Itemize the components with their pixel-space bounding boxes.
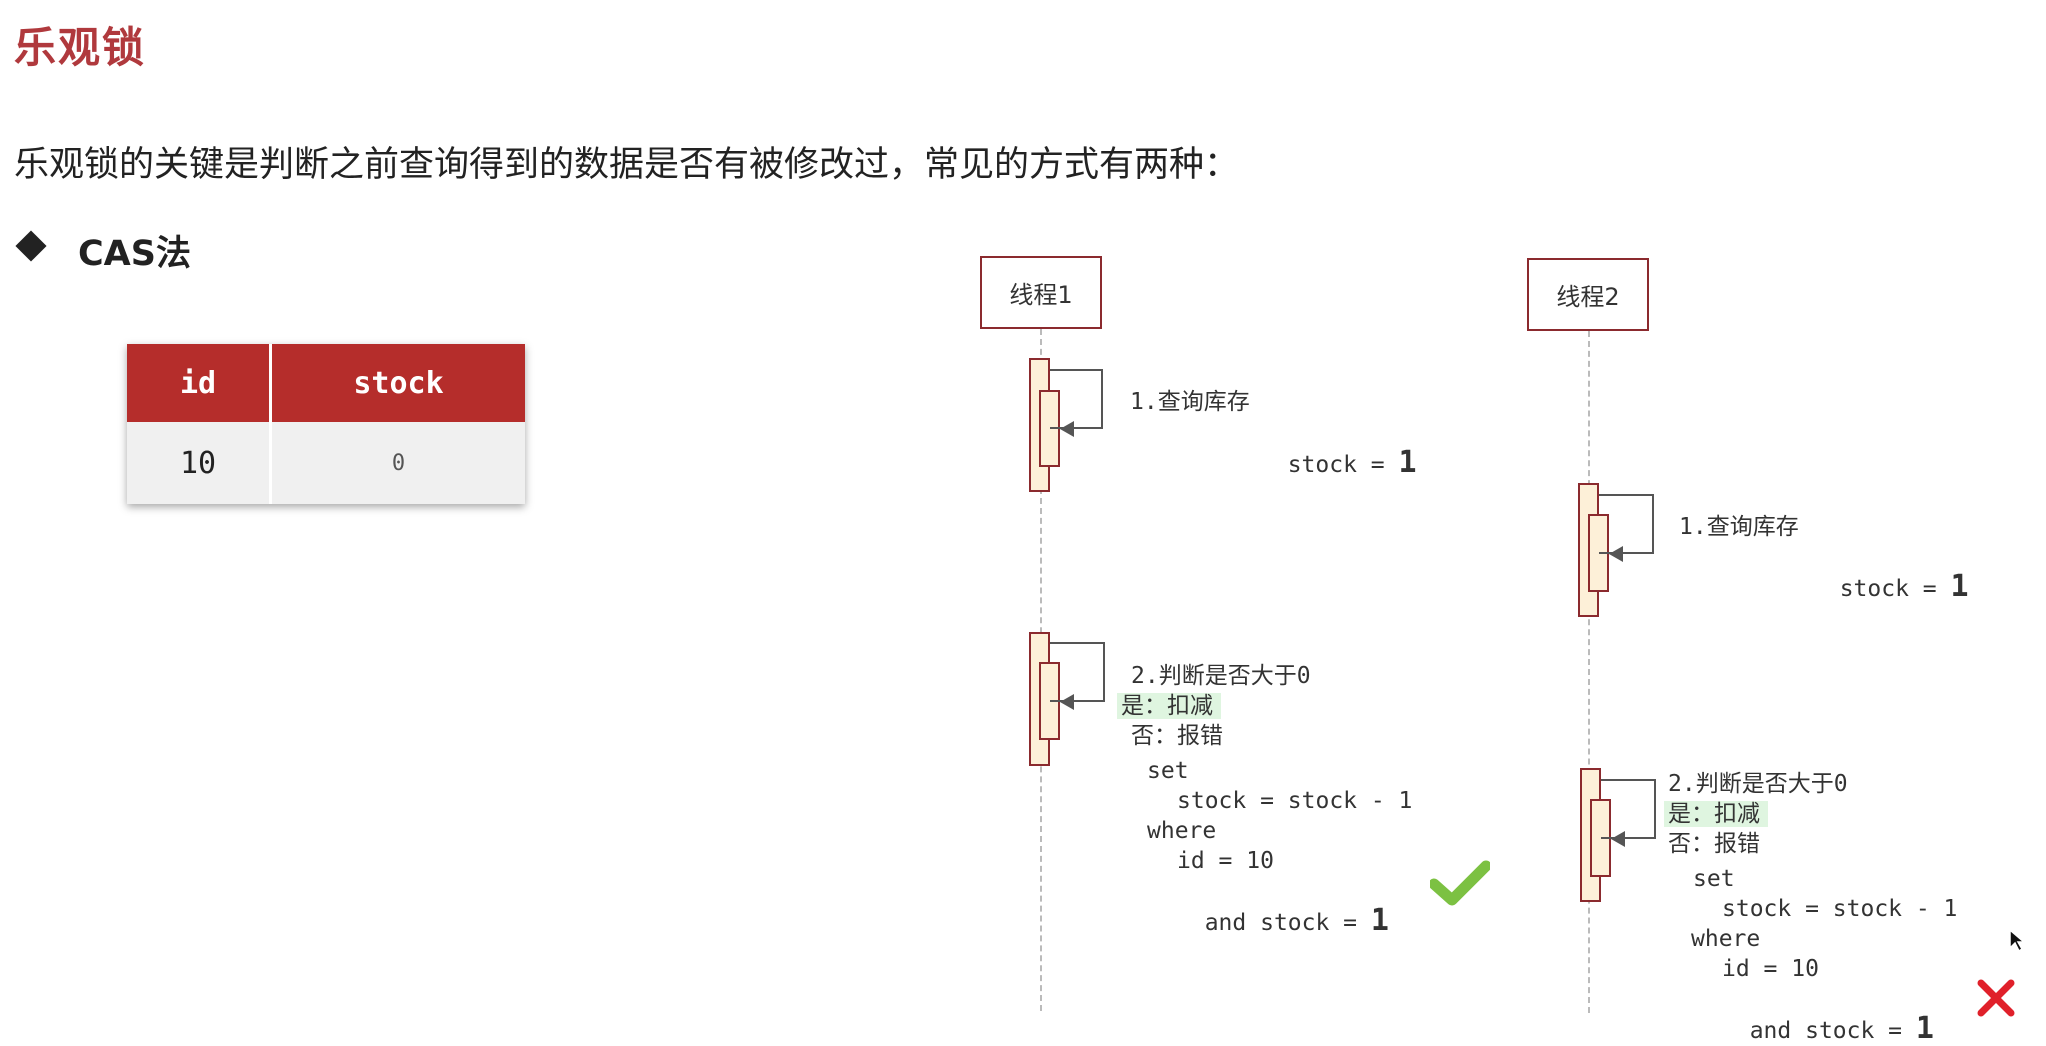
arrow-head-icon bbox=[1060, 694, 1074, 710]
thread-2-step1-label: 1.查询库存 bbox=[1679, 514, 1799, 540]
check-icon bbox=[1430, 860, 1490, 906]
thread-2-sql-set: set bbox=[1693, 866, 1735, 892]
thread-1-label: 线程1 bbox=[1009, 281, 1073, 309]
arrow-head-icon bbox=[1611, 831, 1625, 847]
thread-1-box: 线程1 bbox=[980, 256, 1102, 329]
arrow-head-icon bbox=[1609, 546, 1623, 562]
thread-2-label: 线程2 bbox=[1556, 283, 1620, 311]
stock-table: id stock 10 0 bbox=[127, 344, 525, 504]
thread-1-step2-no: 否：报错 bbox=[1131, 723, 1223, 749]
thread-2-self-loop-1 bbox=[1599, 494, 1654, 554]
mouse-cursor-icon bbox=[2009, 928, 2026, 953]
thread-1-step2-yes: 是：扣减 bbox=[1117, 691, 1221, 721]
thread-2-sql-id: id = 10 bbox=[1722, 956, 1819, 982]
thread-1-self-loop-2 bbox=[1050, 642, 1105, 702]
thread-2-step1-stock: stock = 1 bbox=[1839, 569, 1969, 604]
section-heading: CAS法 bbox=[78, 234, 191, 274]
thread-1-self-loop-1 bbox=[1050, 369, 1103, 429]
diamond-bullet-icon bbox=[15, 230, 47, 262]
thread-2-lifeline bbox=[1588, 331, 1590, 1013]
thread-1-step2-label: 2.判断是否大于0 bbox=[1131, 663, 1311, 689]
thread-2-step2-yes: 是：扣减 bbox=[1664, 799, 1768, 829]
thread-2-step2-no: 否：报错 bbox=[1668, 831, 1760, 857]
table-row: 10 0 bbox=[127, 422, 525, 504]
thread-2-sql-and: and stock = 1 bbox=[1749, 1011, 1934, 1046]
intro-text: 乐观锁的关键是判断之前查询得到的数据是否有被修改过，常见的方式有两种： bbox=[14, 145, 1240, 185]
thread-1-sql-where: where bbox=[1147, 818, 1217, 844]
thread-1-step1-stock: stock = 1 bbox=[1287, 445, 1417, 480]
thread-2-self-loop-2 bbox=[1601, 779, 1656, 839]
arrow-head-icon bbox=[1060, 421, 1074, 437]
thread-1-sql-id: id = 10 bbox=[1177, 848, 1274, 874]
table-header-row: id stock bbox=[127, 344, 525, 422]
table-cell-id: 10 bbox=[127, 422, 272, 504]
page-title: 乐观锁 bbox=[14, 23, 147, 72]
table-header-stock: stock bbox=[270, 344, 525, 422]
thread-1-sql-and: and stock = 1 bbox=[1204, 903, 1389, 938]
thread-2-step2-label: 2.判断是否大于0 bbox=[1668, 771, 1848, 797]
thread-1-sql-set: set bbox=[1147, 758, 1189, 784]
table-cell-stock: 0 bbox=[270, 422, 525, 504]
thread-2-box: 线程2 bbox=[1527, 258, 1649, 331]
thread-2-sql-where: where bbox=[1691, 926, 1761, 952]
table-header-id: id bbox=[127, 344, 272, 422]
thread-2-sql-assign: stock = stock - 1 bbox=[1722, 896, 1958, 922]
cross-icon bbox=[1977, 979, 2015, 1017]
thread-1-sql-assign: stock = stock - 1 bbox=[1177, 788, 1413, 814]
thread-1-step1-label: 1.查询库存 bbox=[1130, 389, 1250, 415]
